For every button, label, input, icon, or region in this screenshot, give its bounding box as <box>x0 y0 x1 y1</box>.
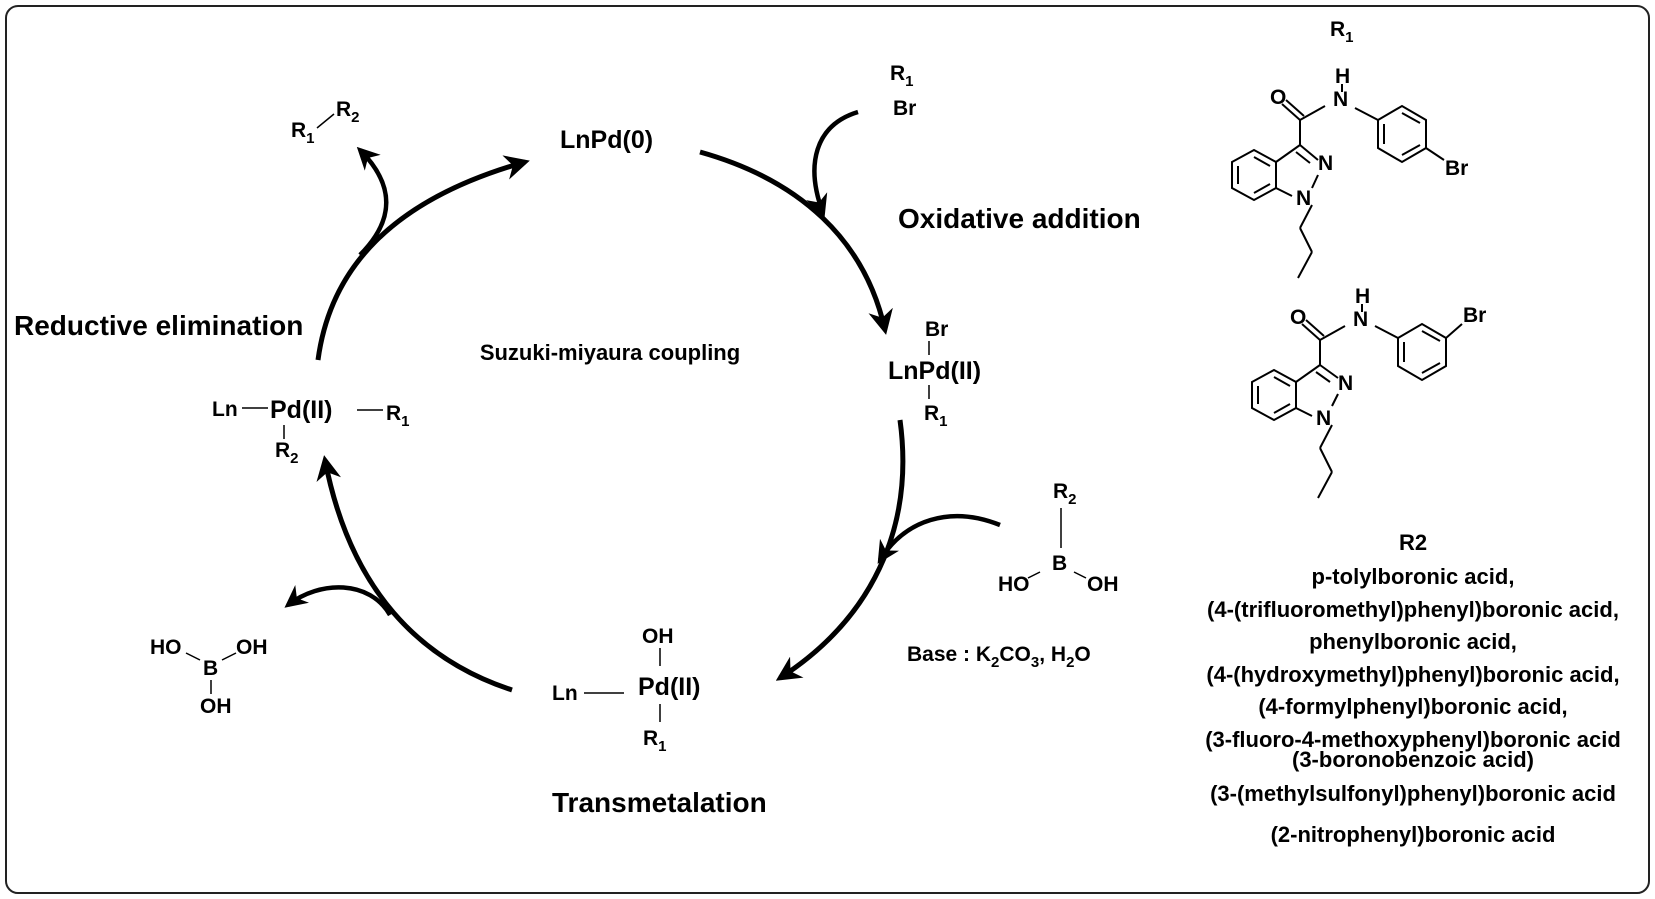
svg-text:N: N <box>1333 88 1348 111</box>
svg-text:N: N <box>1318 152 1333 175</box>
svg-text:Ln: Ln <box>552 682 578 705</box>
r2-item: (4-(trifluoromethyl)phenyl)boronic acid, <box>1207 597 1619 622</box>
svg-text:H: H <box>1355 285 1370 308</box>
step-oxidative-addition: Oxidative addition <box>898 203 1141 234</box>
species-boric-acid: HO B OH OH <box>150 636 268 718</box>
svg-text:Br: Br <box>893 97 916 120</box>
svg-text:Br: Br <box>925 318 948 341</box>
svg-text:R1: R1 <box>890 62 914 90</box>
r1-structure-para-bromo-labels: O H N N N Br <box>1270 65 1468 210</box>
figure-border <box>5 5 1650 894</box>
species-pd2-oxidative: Br LnPd(II) R1 <box>888 318 981 430</box>
svg-text:H: H <box>1335 65 1350 88</box>
r2-item: (3-(methylsulfonyl)phenyl)boronic acid <box>1210 781 1616 806</box>
r2-panel-title: R2 <box>1399 530 1427 555</box>
svg-text:N: N <box>1353 308 1368 331</box>
species-boronic-acid: R2 B HO OH <box>998 480 1119 596</box>
species-r1br: R1 Br <box>890 62 916 120</box>
arc-reductive-elimination <box>315 155 530 361</box>
svg-text:Br: Br <box>1445 157 1468 180</box>
svg-text:N: N <box>1296 187 1311 210</box>
r2-item: (2-nitrophenyl)boronic acid <box>1271 822 1556 847</box>
base-conditions: Base : K2CO3, H2O <box>907 643 1091 671</box>
center-title: Suzuki-miyaura coupling <box>480 340 740 365</box>
r2-item: p-tolylboronic acid, <box>1312 564 1515 589</box>
arc-to-transmetalation <box>775 419 906 681</box>
svg-text:N: N <box>1338 372 1353 395</box>
svg-text:OH: OH <box>200 695 232 718</box>
svg-text:R1: R1 <box>291 119 315 147</box>
svg-text:LnPd(II): LnPd(II) <box>888 357 981 385</box>
svg-text:OH: OH <box>642 625 674 648</box>
species-pd2-transmetalation: OH Ln Pd(II) R1 <box>552 625 701 755</box>
r2-item: (4-(hydroxymethyl)phenyl)boronic acid, <box>1206 662 1619 687</box>
r2-item: phenylboronic acid, <box>1309 629 1517 654</box>
svg-text:R1: R1 <box>643 727 667 755</box>
svg-text:R2: R2 <box>336 98 360 126</box>
svg-text:O: O <box>1290 306 1306 329</box>
catalytic-cycle <box>315 149 906 693</box>
arc-oxidative-addition <box>699 149 893 335</box>
r1-panel-title: R1 <box>1330 18 1354 46</box>
step-reductive-elimination: Reductive elimination <box>14 310 303 341</box>
svg-text:R1: R1 <box>924 402 948 430</box>
species-pd0: LnPd(0) <box>560 126 653 154</box>
svg-text:Pd(II): Pd(II) <box>270 396 333 424</box>
svg-text:B: B <box>203 657 218 680</box>
arrow-boric-out <box>284 585 392 617</box>
svg-text:R1: R1 <box>386 402 410 430</box>
r2-list: p-tolylboronic acid, (4-(trifluoromethyl… <box>1205 564 1621 847</box>
svg-text:R2: R2 <box>275 439 299 467</box>
species-pd2-reductive: Ln Pd(II) R1 R2 <box>212 396 410 467</box>
step-transmetalation: Transmetalation <box>552 787 767 818</box>
svg-text:HO: HO <box>150 636 182 659</box>
svg-text:O: O <box>1270 86 1286 109</box>
arc-transmetalation-to-left <box>316 455 513 693</box>
r2-item: (3-fluoro-4-methoxyphenyl)boronic acid <box>1205 727 1621 752</box>
svg-text:B: B <box>1052 552 1067 575</box>
r2-item: (3-boronobenzoic acid) <box>1292 747 1534 772</box>
side-arrows <box>284 109 1001 617</box>
svg-text:Br: Br <box>1463 304 1486 327</box>
svg-text:OH: OH <box>1087 573 1119 596</box>
r1-structure-meta-bromo-labels: O H N N N Br <box>1290 285 1486 430</box>
svg-text:Pd(II): Pd(II) <box>638 673 701 701</box>
svg-text:HO: HO <box>998 573 1030 596</box>
arrow-r1br-in <box>806 109 859 218</box>
arrow-product-out <box>356 146 389 257</box>
svg-text:OH: OH <box>236 636 268 659</box>
arrow-boronic-in <box>877 513 1001 564</box>
r1-structure-para-bromo <box>1231 84 1445 279</box>
svg-text:R2: R2 <box>1053 480 1077 508</box>
species-product-r1r2: R1 R2 <box>291 98 360 147</box>
r1-structure-meta-bromo <box>1251 304 1463 499</box>
svg-text:N: N <box>1316 407 1331 430</box>
svg-text:Ln: Ln <box>212 398 238 421</box>
r2-item: (4-formylphenyl)boronic acid, <box>1258 694 1567 719</box>
